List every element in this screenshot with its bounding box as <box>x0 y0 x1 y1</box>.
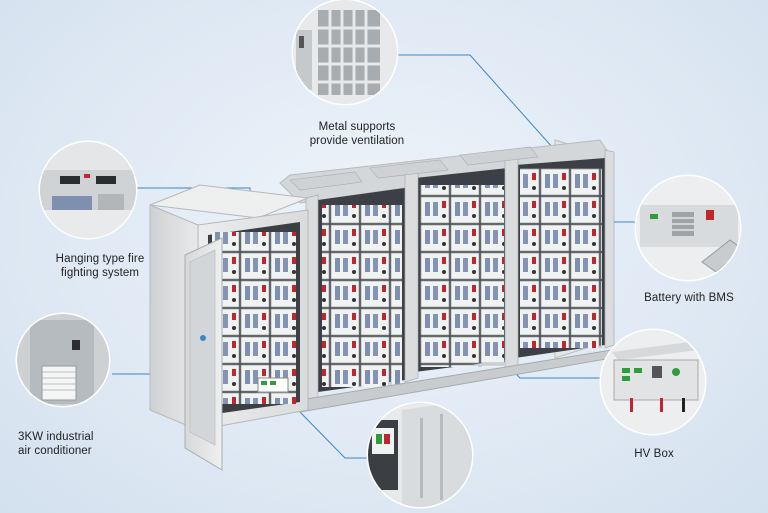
battery-bms-label: Battery with BMS <box>634 291 744 305</box>
metal-supports-label: Metal supports provide ventilation <box>292 120 422 148</box>
fire-fighting-line2: fighting system <box>60 267 140 279</box>
metal-supports-callout <box>291 0 399 106</box>
fire-fighting-line1: Hanging type fire <box>55 253 145 265</box>
rack-detail-callout <box>366 401 474 509</box>
hv-box-line1: HV Box <box>634 448 674 460</box>
air-conditioner-callout <box>15 312 111 408</box>
air-conditioner-line2: air conditioner <box>18 445 92 457</box>
air-conditioner-line1: 3KW industrial <box>18 431 94 443</box>
fire-fighting-label: Hanging type fire fighting system <box>40 252 160 280</box>
rack-row <box>279 139 615 413</box>
hv-box-callout <box>599 328 707 436</box>
battery-bms-line1: Battery with BMS <box>644 292 734 304</box>
front-cabinet <box>149 184 309 471</box>
battery-bms-callout <box>634 174 742 282</box>
metal-supports-line2: provide ventilation <box>309 135 405 147</box>
fire-fighting-callout <box>38 140 138 240</box>
metal-supports-line1: Metal supports <box>318 121 396 133</box>
air-conditioner-label: 3KW industrial air conditioner <box>18 430 128 458</box>
hv-box-label: HV Box <box>614 447 694 461</box>
